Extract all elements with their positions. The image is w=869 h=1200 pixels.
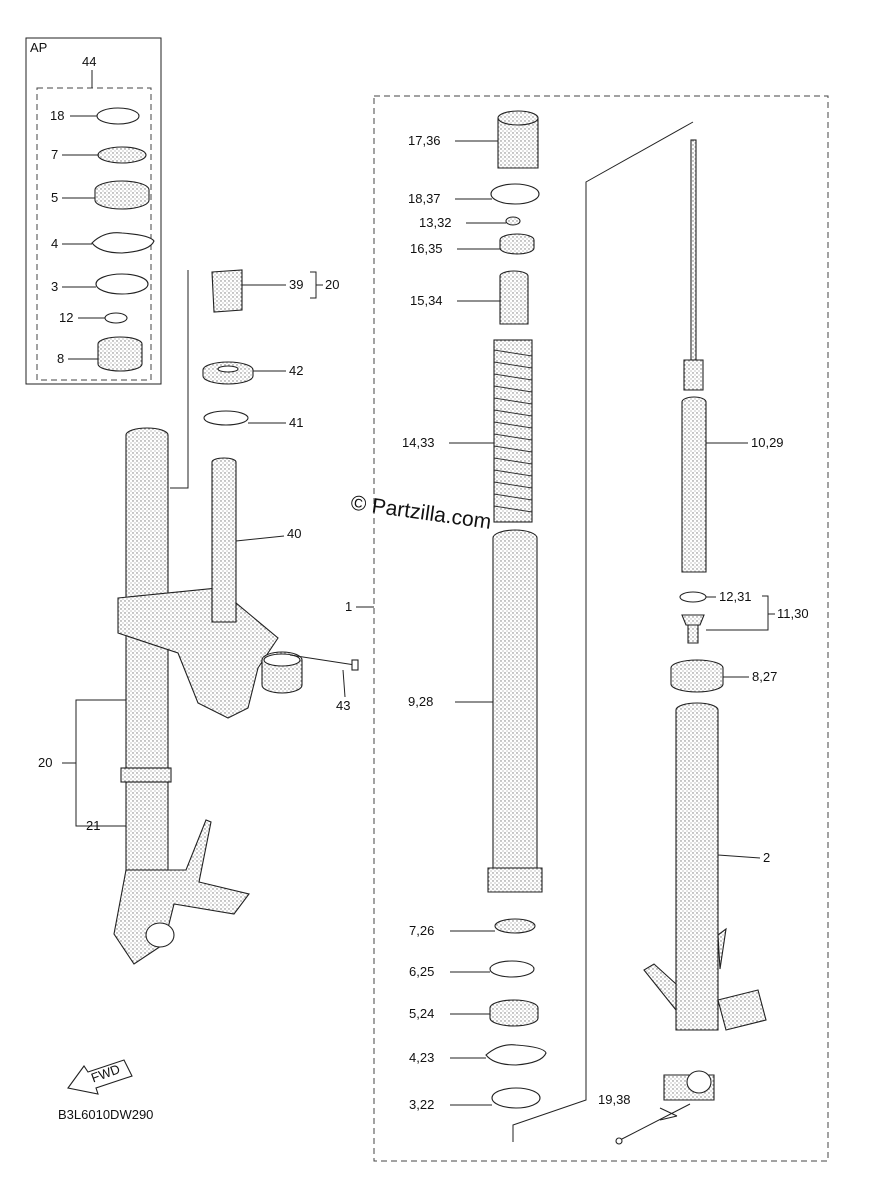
kit-callout-3: 3 xyxy=(51,279,58,294)
part-11-30 xyxy=(681,614,705,644)
diagram-code: B3L6010DW290 xyxy=(58,1107,153,1122)
callout-10-29: 10,29 xyxy=(751,435,784,450)
part-6-25 xyxy=(489,960,535,978)
kit-part-8 xyxy=(97,336,143,372)
callout-13-32: 13,32 xyxy=(419,215,452,230)
fork-spring xyxy=(493,339,533,523)
callout-5-24: 5,24 xyxy=(409,1006,434,1021)
kit-part-5 xyxy=(94,180,150,210)
kit-part-3 xyxy=(95,273,149,295)
left-fork-assembly: 39 20 42 41 40 43 20 21 FWD B3L6010DW290 xyxy=(38,269,359,1122)
left-outer-tube xyxy=(125,427,169,906)
part-12-31 xyxy=(679,591,707,603)
callout-11-30: 11,30 xyxy=(777,606,809,621)
left-triple-clamp xyxy=(117,587,279,719)
part-16-35 xyxy=(499,233,535,255)
callout-15-34: 15,34 xyxy=(410,293,443,308)
callout-19-38: 19,38 xyxy=(598,1092,631,1107)
callout-18-37: 18,37 xyxy=(408,191,441,206)
callout-2: 2 xyxy=(763,850,770,865)
part-7-26 xyxy=(494,918,536,934)
callout-39: 39 xyxy=(289,277,303,292)
kit-number: 44 xyxy=(82,54,96,69)
callout-39-group: 20 xyxy=(325,277,339,292)
fwd-arrow-icon: FWD xyxy=(67,1059,133,1095)
kit-part-18 xyxy=(96,107,140,125)
callout-17-36: 17,36 xyxy=(408,133,441,148)
kit-callout-12: 12 xyxy=(59,310,73,325)
inner-fork-box xyxy=(373,95,829,1162)
kit-callout-5: 5 xyxy=(51,190,58,205)
callout-40: 40 xyxy=(287,526,301,541)
kit-box: AP 44 18 7 5 4 3 12 8 xyxy=(25,37,162,385)
callout-12-31: 12,31 xyxy=(719,589,752,604)
callout-16-35: 16,35 xyxy=(410,241,443,256)
cartridge-10-29 xyxy=(681,396,707,573)
callout-14-33: 14,33 xyxy=(402,435,435,450)
part-41 xyxy=(203,410,249,426)
left-axle-bracket xyxy=(113,819,250,965)
kit-callout-7: 7 xyxy=(51,147,58,162)
callout-3-22: 3,22 xyxy=(409,1097,434,1112)
part-5-24 xyxy=(489,999,539,1027)
kit-part-12 xyxy=(104,312,128,324)
kit-callout-18: 18 xyxy=(50,108,64,123)
callout-1: 1 xyxy=(345,599,352,614)
part-4-23 xyxy=(485,1044,547,1066)
kit-part-7 xyxy=(97,146,147,164)
part-3-22 xyxy=(491,1087,541,1109)
callout-4-23: 4,23 xyxy=(409,1050,434,1065)
right-fork-parts: 10,29 12,31 11,30 8,27 2 19,38 xyxy=(512,121,809,1145)
kit-callout-4: 4 xyxy=(51,236,58,251)
watermark: © Partzilla.com xyxy=(349,491,492,533)
callout-42: 42 xyxy=(289,363,303,378)
axle-lug xyxy=(643,927,767,1031)
part-42 xyxy=(202,361,254,385)
outer-tube-2 xyxy=(675,702,719,1031)
kit-callout-8: 8 xyxy=(57,351,64,366)
kit-label: AP xyxy=(30,40,47,55)
center-fork-parts: 17,36 18,37 13,32 16,35 15,34 14,33 1 9,… xyxy=(345,110,547,1112)
part-8-27 xyxy=(670,659,724,693)
part-15-34 xyxy=(499,270,529,325)
inner-tube-9-28 xyxy=(492,529,538,869)
callout-21: 21 xyxy=(86,818,100,833)
callout-8-27: 8,27 xyxy=(752,669,777,684)
part-13-32 xyxy=(505,216,521,226)
damper-rod xyxy=(690,139,697,361)
part-39 xyxy=(211,269,243,313)
callout-9-28: 9,28 xyxy=(408,694,433,709)
part-18-37 xyxy=(490,183,540,205)
callout-43: 43 xyxy=(336,698,350,713)
callout-6-25: 6,25 xyxy=(409,964,434,979)
steering-stem xyxy=(211,457,237,623)
kit-part-4 xyxy=(91,232,155,254)
callout-20: 20 xyxy=(38,755,52,770)
callout-7-26: 7,26 xyxy=(409,923,434,938)
callout-41: 41 xyxy=(289,415,303,430)
